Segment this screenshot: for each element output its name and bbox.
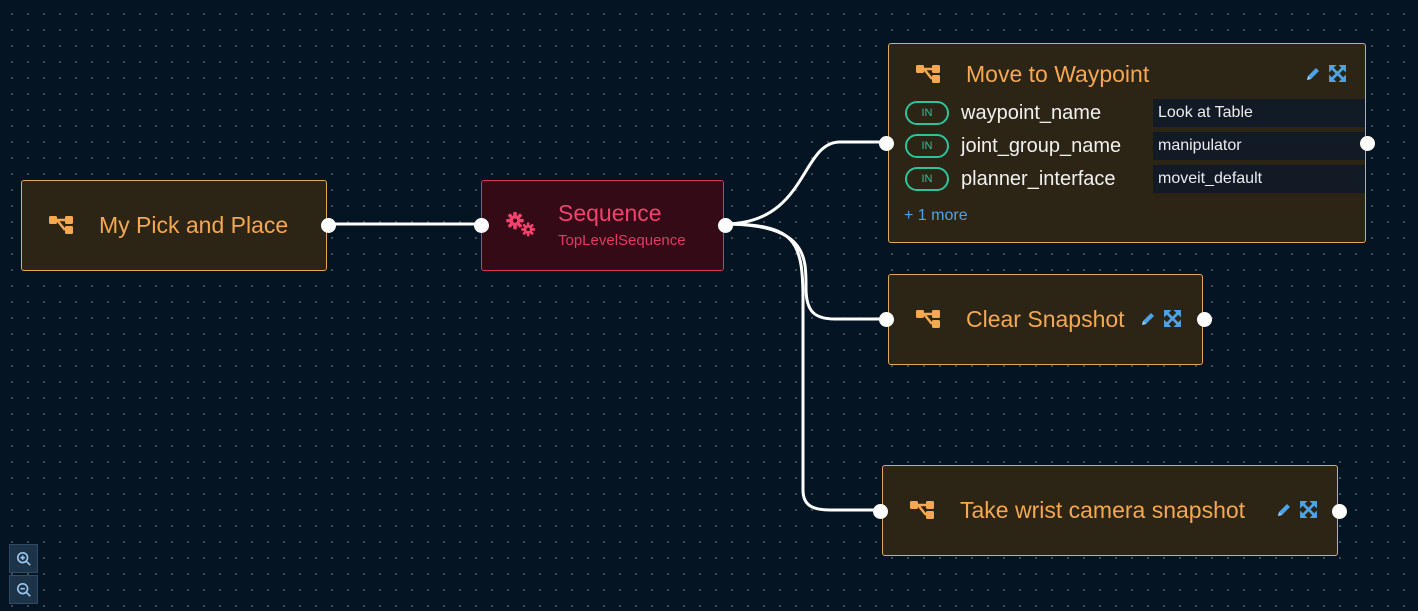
expand-icon[interactable] bbox=[1299, 500, 1318, 519]
node-title: Move to Waypoint bbox=[966, 61, 1150, 87]
output-handle[interactable] bbox=[1360, 136, 1375, 151]
input-handle[interactable] bbox=[879, 136, 894, 151]
node-my-pick-and-place[interactable]: My Pick and Place bbox=[21, 180, 336, 271]
port-name: joint_group_name bbox=[961, 134, 1122, 157]
pencil-icon[interactable] bbox=[1139, 310, 1157, 328]
port-direction-badge: IN bbox=[905, 167, 949, 191]
edge-sequence-to-move-to-waypoint bbox=[723, 140, 886, 226]
zoom-in-button[interactable] bbox=[9, 544, 38, 573]
behavior-tree-icon bbox=[916, 310, 940, 328]
node-take-wrist-camera-snapshot[interactable]: Take wrist camera snapshot bbox=[873, 465, 1347, 556]
port-row: IN joint_group_name manipulator bbox=[905, 131, 1365, 161]
gears-icon bbox=[506, 211, 536, 237]
more-ports-link[interactable]: + 1 more bbox=[904, 207, 968, 224]
node-title: Take wrist camera snapshot bbox=[960, 497, 1246, 523]
output-handle[interactable] bbox=[321, 218, 336, 233]
input-handle[interactable] bbox=[474, 218, 489, 233]
expand-icon[interactable] bbox=[1163, 309, 1182, 328]
output-handle[interactable] bbox=[1197, 312, 1212, 327]
behavior-tree-icon bbox=[916, 65, 940, 83]
node-move-to-waypoint[interactable]: Move to Waypoint IN waypoint_name Look a… bbox=[879, 43, 1375, 243]
zoom-out-icon bbox=[16, 582, 31, 597]
port-name: waypoint_name bbox=[961, 101, 1102, 124]
port-row: IN planner_interface moveit_default bbox=[905, 164, 1365, 194]
output-handle[interactable] bbox=[1332, 504, 1347, 519]
pencil-icon[interactable] bbox=[1275, 501, 1293, 519]
node-subtitle: TopLevelSequence bbox=[558, 232, 686, 249]
port-direction-badge: IN bbox=[905, 134, 949, 158]
zoom-in-icon bbox=[16, 551, 31, 566]
output-handle[interactable] bbox=[718, 218, 733, 233]
node-title: Clear Snapshot bbox=[966, 306, 1125, 332]
expand-icon[interactable] bbox=[1328, 64, 1347, 83]
pencil-icon[interactable] bbox=[1304, 65, 1322, 83]
node-clear-snapshot[interactable]: Clear Snapshot bbox=[879, 274, 1212, 365]
port-name: planner_interface bbox=[961, 167, 1116, 190]
port-direction-badge: IN bbox=[905, 101, 949, 125]
behavior-tree-icon bbox=[910, 501, 934, 519]
zoom-out-button[interactable] bbox=[9, 575, 38, 604]
port-row: IN waypoint_name Look at Table bbox=[905, 98, 1365, 128]
port-value-field[interactable]: manipulator bbox=[1153, 132, 1365, 160]
input-handle[interactable] bbox=[879, 312, 894, 327]
port-value-field[interactable]: moveit_default bbox=[1153, 165, 1365, 193]
input-handle[interactable] bbox=[873, 504, 888, 519]
node-sequence[interactable]: Sequence TopLevelSequence bbox=[474, 180, 733, 271]
node-title: My Pick and Place bbox=[99, 212, 289, 238]
behavior-tree-icon bbox=[49, 216, 73, 234]
edge-sequence-to-clear-snapshot bbox=[723, 222, 886, 321]
port-value-field[interactable]: Look at Table bbox=[1153, 99, 1365, 127]
node-title: Sequence bbox=[558, 200, 662, 226]
edge-sequence-to-take-snapshot bbox=[723, 222, 880, 512]
